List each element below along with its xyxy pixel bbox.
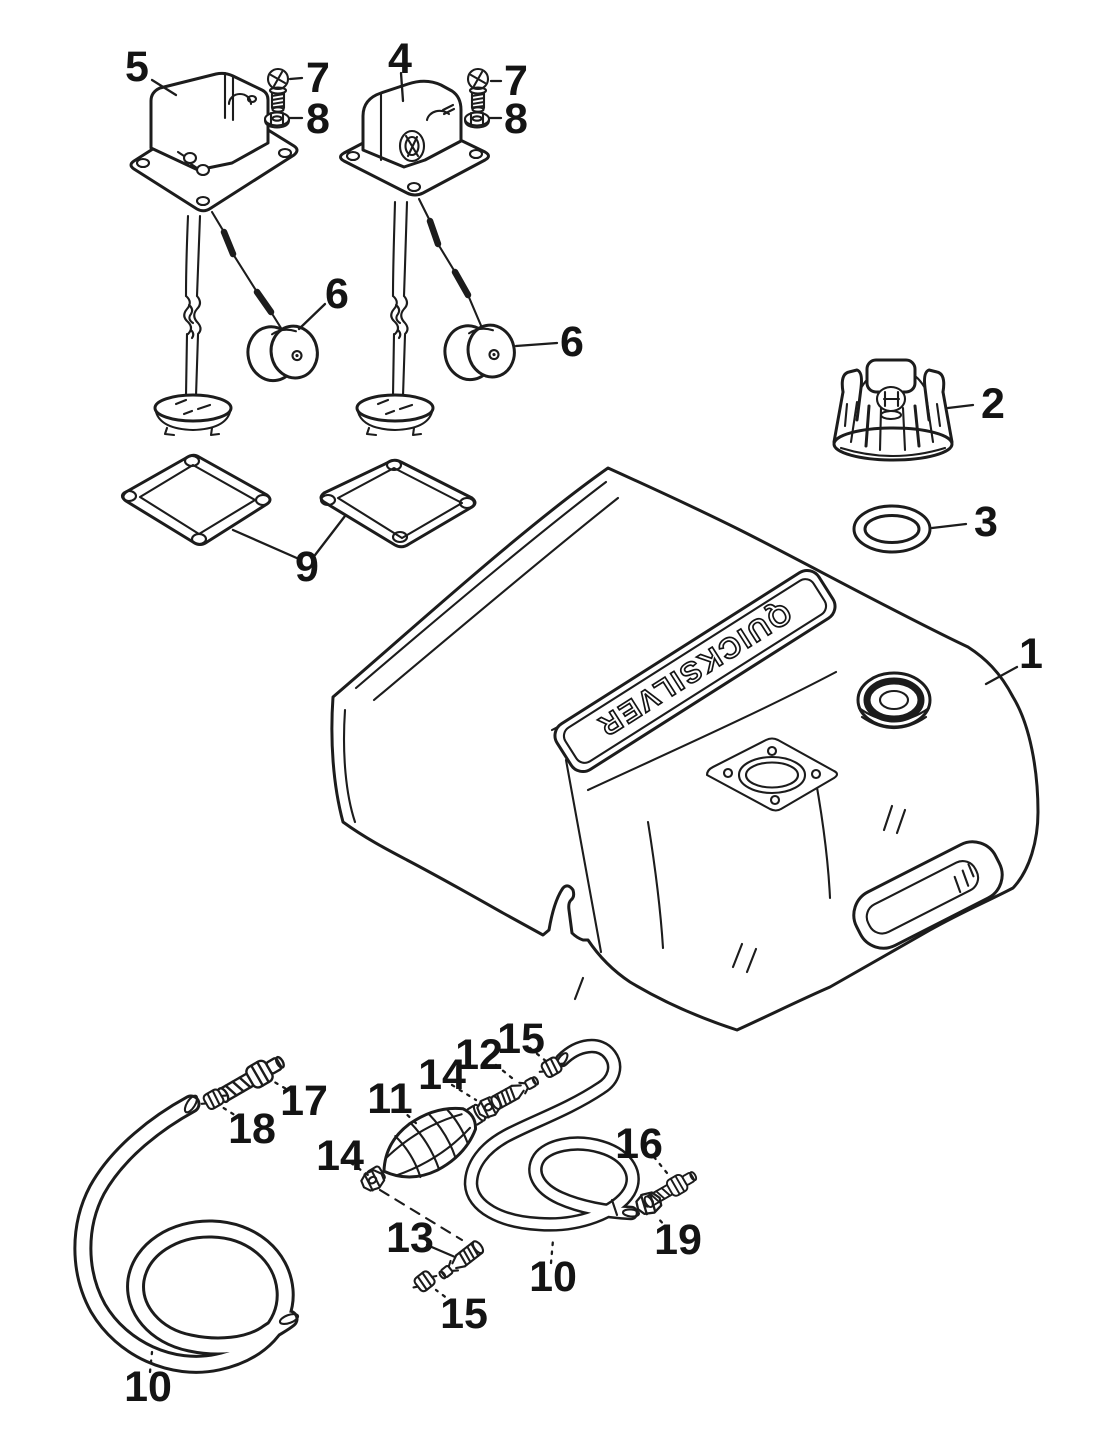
callout-14-top: 14	[418, 1051, 466, 1099]
part-8-nut-left	[263, 111, 291, 129]
part-17-fitting	[212, 1049, 290, 1109]
part-1-fuel-tank-drawing: QUICKSILVER	[330, 466, 1040, 1032]
callout-6-left: 6	[325, 270, 349, 318]
callout-6-right: 6	[560, 318, 584, 366]
part-5-fuel-sender-drawing	[129, 71, 324, 437]
leader-4	[399, 71, 405, 103]
callout-16: 16	[615, 1120, 663, 1168]
leader-15-top	[528, 1046, 549, 1064]
leader-18	[220, 1105, 243, 1121]
part-6-float-right	[438, 315, 521, 388]
leader-6-left	[297, 302, 327, 331]
callout-19: 19	[654, 1216, 702, 1264]
filler-neck	[856, 671, 932, 729]
leader-1	[984, 665, 1019, 686]
part-4-fuel-sender-drawing	[339, 79, 521, 437]
callout-11: 11	[367, 1075, 412, 1123]
leader-10-left	[148, 1350, 154, 1374]
leader-2	[946, 403, 975, 410]
part-7-screw-left	[266, 67, 290, 113]
callout-15-bottom: 15	[440, 1290, 488, 1338]
leader-19	[654, 1214, 670, 1231]
fuel-line-assembly-drawing	[357, 1038, 701, 1297]
leader-9b	[310, 514, 347, 561]
callout-10-s: 10	[529, 1253, 577, 1301]
leader-3	[930, 522, 968, 530]
leader-10-s	[549, 1238, 555, 1265]
part-15-clamp-bottom	[408, 1266, 441, 1297]
leader-7-left	[288, 76, 304, 81]
callout-15-top: 15	[497, 1015, 545, 1063]
tank-handle	[852, 840, 1004, 950]
part-2-fuel-cap-drawing	[832, 358, 954, 462]
callout-5: 5	[125, 43, 149, 91]
leader-9a	[231, 528, 301, 561]
callout-13: 13	[386, 1214, 434, 1262]
leader-15-bottom	[434, 1288, 454, 1304]
sender-mount-pad	[705, 737, 839, 812]
callout-8-left: 8	[306, 95, 330, 143]
leader-16	[652, 1155, 669, 1175]
brand-plate: QUICKSILVER	[553, 568, 837, 774]
callout-14-left: 14	[316, 1132, 364, 1180]
leader-lines	[148, 71, 1019, 1374]
part-3-seal-ring-drawing	[852, 504, 932, 554]
callout-8-right: 8	[504, 95, 528, 143]
leader-11	[399, 1107, 421, 1128]
callout-9: 9	[295, 543, 319, 591]
leader-5	[150, 78, 178, 97]
callout-7-right: 7	[504, 57, 528, 105]
part-16-fitting	[640, 1166, 701, 1213]
part-9-gaskets-drawing	[120, 453, 477, 549]
part-12-connector	[488, 1072, 542, 1112]
leader-13	[425, 1243, 457, 1259]
callout-18: 18	[228, 1105, 276, 1153]
leader-14-left	[349, 1161, 370, 1177]
callout-1: 1	[1019, 630, 1043, 678]
callout-10-left: 10	[124, 1363, 172, 1411]
brand-text: QUICKSILVER	[591, 596, 797, 743]
callout-labels: 5 7 8 4 7 8 6 6 2 3 9 1 17 18 15 12 14 1…	[124, 35, 1043, 1411]
callout-3: 3	[974, 498, 998, 546]
leader-6-right	[514, 341, 559, 348]
leader-12	[494, 1063, 514, 1080]
callout-17: 17	[280, 1077, 328, 1125]
part-8-nut-right	[463, 111, 491, 129]
callout-2: 2	[981, 380, 1005, 428]
leader-17	[269, 1078, 295, 1095]
callout-12: 12	[455, 1031, 503, 1079]
part-7-screw-right	[466, 67, 490, 113]
callout-7-left: 7	[306, 54, 330, 102]
part-13-connector	[435, 1238, 487, 1283]
callout-4: 4	[388, 35, 412, 83]
part-10-hose-coil-drawing	[73, 1094, 300, 1374]
part-6-float-left	[241, 316, 324, 389]
